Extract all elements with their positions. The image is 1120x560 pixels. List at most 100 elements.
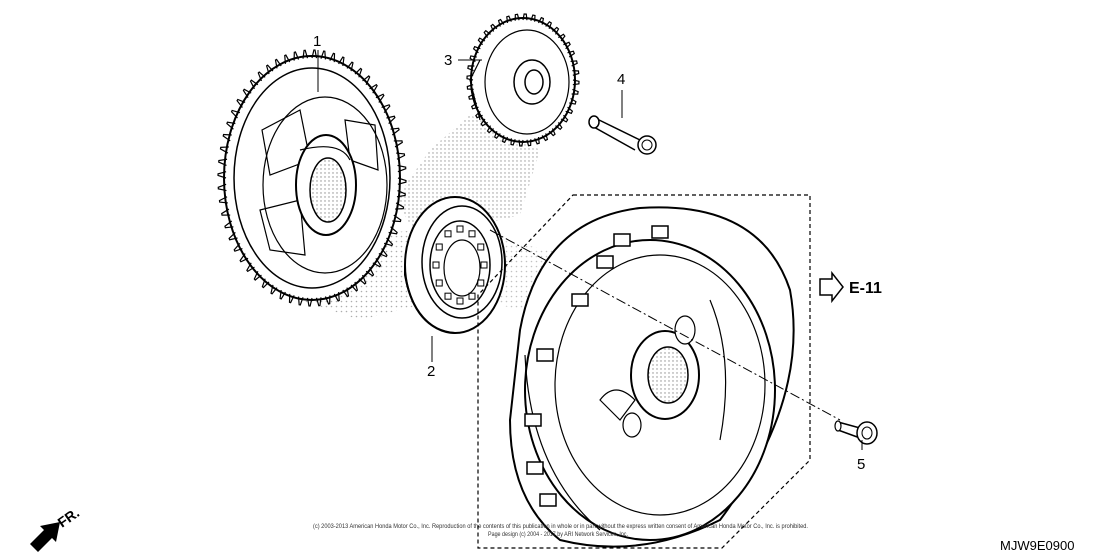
magnet-slot [539, 493, 557, 507]
gear-tooth [569, 98, 577, 105]
sprag [468, 292, 476, 300]
gear-tooth [217, 183, 227, 192]
gear-tooth [510, 138, 516, 146]
gear-tooth [483, 29, 491, 38]
magnet-slot [536, 348, 554, 362]
gear-tooth [386, 115, 396, 124]
gear-tooth [293, 51, 300, 61]
gear-tooth [526, 139, 532, 147]
sprag [435, 243, 443, 251]
gear-tooth [253, 271, 262, 281]
gear-tooth [518, 139, 524, 147]
gear-tooth [324, 295, 331, 305]
gear-tooth [350, 281, 359, 292]
gear-tooth [392, 214, 402, 223]
gear-tooth [506, 15, 512, 24]
gear-tooth [222, 133, 232, 142]
gear-tooth [306, 297, 313, 307]
gear-tooth [218, 196, 228, 204]
gear-tooth [490, 23, 498, 32]
part-3-small-gear[interactable] [466, 13, 580, 147]
flywheel[interactable] [508, 206, 795, 548]
assembly-axis [489, 229, 841, 421]
gear-tooth [346, 61, 354, 72]
magnet-slot [651, 225, 669, 239]
gear-tooth [288, 293, 295, 304]
diagram-code: MJW9E0900 [1000, 538, 1074, 553]
arrow-right-icon [819, 270, 844, 304]
gear-tooth [302, 49, 309, 59]
gear-tooth [381, 104, 391, 114]
part-2-one-way-clutch[interactable] [404, 196, 506, 334]
gear-teeth [217, 49, 407, 307]
gear-tooth [551, 26, 560, 35]
leader-lines [317, 50, 863, 450]
gear-tooth [388, 226, 398, 235]
gear-tooth [522, 13, 528, 21]
gear-tooth [541, 133, 549, 142]
gear-tooth [468, 93, 476, 100]
callout-5: 5 [857, 456, 865, 473]
gear-tooth [378, 248, 388, 258]
copyright-line-1: (c) 2003-2013 American Honda Motor Co., … [313, 524, 808, 530]
flywheel-assembly-box [477, 194, 811, 549]
magnet-slot [596, 255, 614, 269]
gear-tooth [274, 58, 282, 69]
gear-tooth [563, 41, 571, 50]
gear-teeth [466, 13, 580, 147]
magnet-slots [524, 225, 669, 507]
gear-tooth [315, 297, 322, 307]
part-1-large-gear[interactable] [217, 49, 407, 307]
gear-tooth [480, 118, 488, 127]
gear-tooth [233, 242, 243, 252]
gear-tooth [284, 54, 291, 64]
gear-tooth [265, 64, 274, 75]
gear-tooth [246, 262, 255, 273]
gear-tooth [219, 146, 229, 154]
gear-tooth [358, 274, 367, 285]
gear-tooth [297, 296, 304, 306]
magnet-slot [524, 413, 542, 427]
gear-tooth [560, 114, 569, 123]
gear-tooth [558, 33, 566, 42]
sprag [456, 297, 464, 305]
gear-tooth [383, 237, 394, 247]
callout-4: 4 [617, 71, 625, 88]
gear-tooth [545, 20, 553, 30]
gear-tooth [470, 102, 479, 110]
gear-tooth [362, 75, 371, 85]
callout-1: 1 [313, 33, 321, 50]
sprag [444, 230, 452, 238]
gear-tooth [548, 128, 556, 137]
gear-tooth [239, 253, 249, 263]
part-4-pin[interactable] [588, 115, 657, 155]
gear-tooth [221, 208, 231, 216]
gear-tooth [342, 287, 350, 298]
gear-tooth [397, 164, 407, 173]
gear-tooth [369, 83, 378, 94]
gear-tooth [530, 14, 536, 22]
gear-tooth [230, 109, 241, 119]
gear-tooth [493, 130, 501, 140]
gear-tooth [537, 16, 545, 25]
gear-tooth [571, 88, 579, 95]
part-5-bolt[interactable] [834, 420, 878, 445]
gear-tooth [249, 79, 259, 90]
gear-tooth [226, 121, 236, 130]
gear-tooth [270, 284, 278, 295]
sprag [432, 261, 440, 269]
gear-tooth [311, 49, 318, 59]
gear-tooth [228, 232, 238, 241]
reference-label: E-11 [849, 280, 882, 297]
gear-tooth [514, 13, 520, 21]
gear-tooth [375, 93, 385, 103]
gear-tooth [393, 140, 403, 148]
reference-link-e11[interactable]: E-11 [819, 270, 882, 304]
sprag [477, 243, 485, 251]
sprag [477, 279, 485, 287]
gear-tooth [354, 67, 363, 78]
gear-tooth [224, 220, 234, 229]
gear-tooth [333, 292, 340, 302]
clutch-sprags [432, 225, 488, 305]
